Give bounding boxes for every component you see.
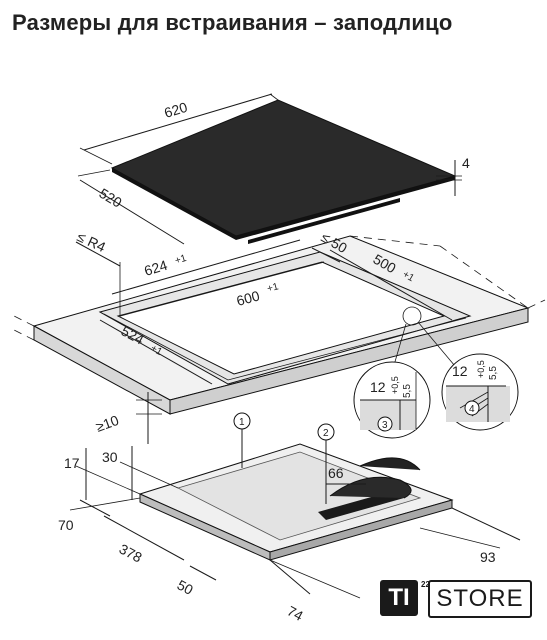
dim-r4-label: ≤ R4 (75, 228, 109, 255)
cooktop-body (138, 443, 454, 561)
store-logo-word: STORE (428, 580, 532, 618)
dim-378-label: 378 (117, 541, 145, 566)
dim-17: 17 (64, 448, 141, 500)
detail-3: 12 +0,5 5,5 3 (353, 361, 431, 439)
callout-2-label: 2 (323, 428, 329, 439)
detail-4-tol: +0,5 (476, 360, 486, 378)
dim-4: 4 (436, 155, 470, 196)
dim-93-label: 93 (480, 549, 496, 565)
dim-620-label: 620 (162, 99, 189, 121)
callout-1: 1 (233, 412, 251, 468)
detail-4-number: 4 (469, 404, 475, 415)
dim-600: 600 +1 (119, 261, 325, 317)
dim-10-label: ≥10 (94, 412, 122, 435)
dim-74-label: 74 (285, 603, 306, 625)
dim-600-tol: +1 (266, 281, 280, 295)
callout-1-label: 1 (239, 417, 245, 428)
detail-4-width: 12 (452, 363, 468, 379)
dim-30-label: 30 (102, 449, 118, 465)
detail-3-number: 3 (382, 420, 388, 431)
dim-10: ≥10 (94, 392, 162, 444)
store-logo-mark: TI (380, 580, 418, 616)
dim-93: 93 (419, 507, 521, 565)
cooktop-glass (110, 99, 457, 244)
detail-marker-circle (402, 306, 422, 326)
dim-70-label: 70 (58, 517, 74, 533)
dim-66: 66 (326, 465, 366, 485)
callout-2: 2 (317, 423, 335, 504)
dim-378: 378 (103, 515, 185, 566)
dim-624: 624 +1 (111, 239, 301, 316)
dim-600-label: 600 (235, 287, 262, 309)
dim-500-tol: +1 (401, 269, 417, 284)
dim-524-tol: +1 (149, 343, 165, 358)
detail-3-tol: +0,5 (390, 376, 400, 394)
worktop (9, 235, 546, 415)
dim-r4: ≤ R4 (75, 228, 121, 267)
detail-4: 12 +0,5 5,5 4 (441, 353, 519, 431)
dim-50-bottom: 50 (175, 565, 217, 599)
dim-624-label: 624 (142, 257, 169, 279)
dim-30: 30 (102, 446, 179, 500)
dim-70: 70 (58, 497, 141, 533)
dim-74: 74 (269, 559, 361, 625)
dim-4-label: 4 (462, 155, 470, 171)
store-logo-superscript: 22 (421, 580, 430, 589)
dim-50-bottom-label: 50 (175, 577, 196, 599)
page-title: Размеры для встраивания – заподлицо (12, 10, 453, 35)
detail-3-depth: 5,5 (402, 384, 413, 398)
detail-4-depth: 5,5 (488, 366, 499, 380)
dim-620: 620 (79, 93, 279, 165)
dim-17-label: 17 (64, 455, 80, 471)
dim-520-label: 520 (96, 185, 124, 211)
detail-3-width: 12 (370, 379, 386, 395)
dim-624-tol: +1 (174, 253, 189, 267)
dim-66-label: 66 (328, 465, 344, 481)
